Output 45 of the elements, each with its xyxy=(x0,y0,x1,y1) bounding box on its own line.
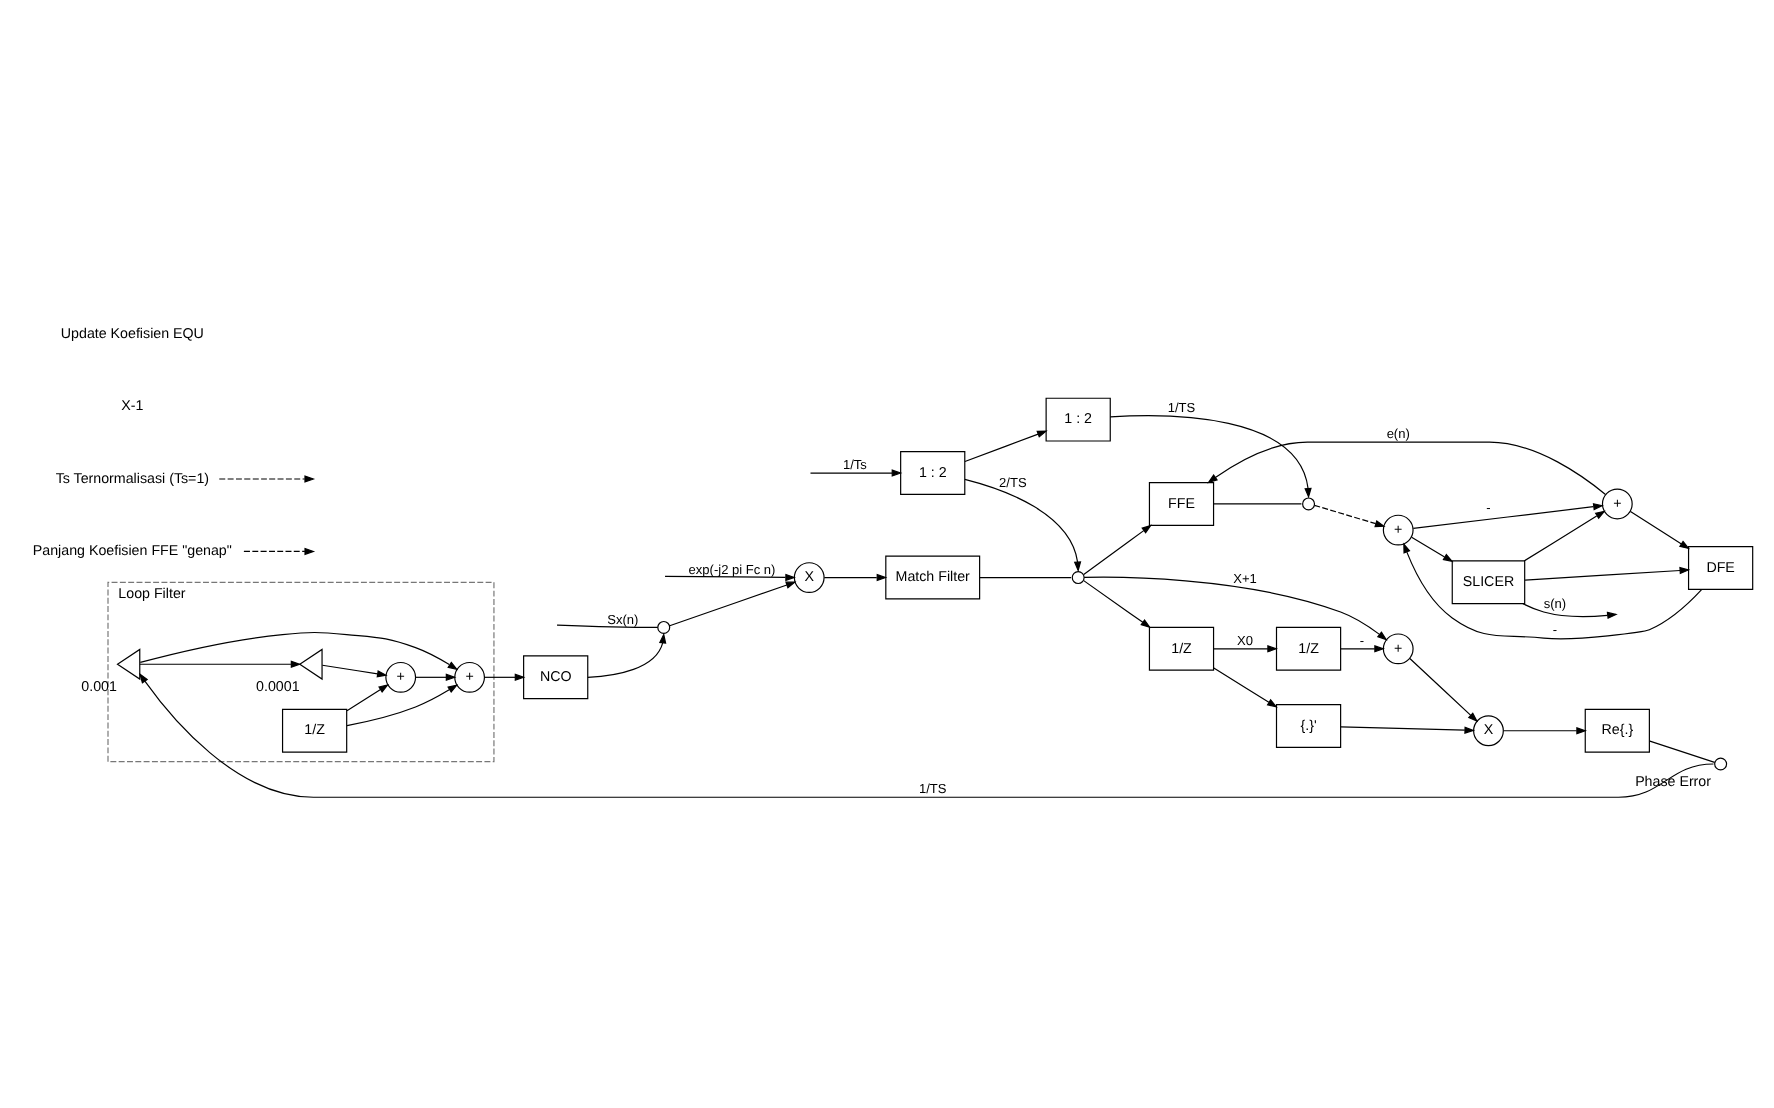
arrow xyxy=(1213,666,1278,707)
connector xyxy=(1213,502,1303,504)
node-switch xyxy=(1071,570,1085,584)
connector xyxy=(979,575,1072,578)
arrow xyxy=(346,683,390,711)
arrow xyxy=(1523,509,1606,561)
arrow xyxy=(346,683,459,726)
arrow xyxy=(1083,523,1153,574)
arrow xyxy=(1524,565,1691,580)
arrow xyxy=(1340,644,1385,652)
arrow xyxy=(1412,501,1604,528)
arrow xyxy=(823,572,888,581)
node-switch xyxy=(657,619,671,633)
arrow xyxy=(1522,602,1618,619)
arrow xyxy=(139,630,459,670)
arrow xyxy=(218,474,316,482)
arrow xyxy=(1083,575,1388,640)
arrow xyxy=(1340,725,1476,733)
arrow xyxy=(1313,503,1386,527)
arrow xyxy=(139,659,302,667)
arrow xyxy=(964,477,1082,572)
arrow xyxy=(664,572,797,588)
arrow xyxy=(484,672,526,681)
arrow xyxy=(1213,644,1278,652)
arrow xyxy=(1403,541,1703,639)
arrow xyxy=(1207,440,1607,495)
arrow xyxy=(587,631,667,678)
arrow xyxy=(415,672,457,681)
arrow xyxy=(1083,579,1152,628)
connector xyxy=(556,623,659,628)
arrow xyxy=(1109,414,1312,498)
arrow xyxy=(1411,535,1454,562)
node-switch xyxy=(1302,496,1316,510)
node-switch xyxy=(1714,756,1728,770)
arrow xyxy=(809,468,903,476)
arrow xyxy=(1503,726,1587,734)
connector xyxy=(1649,739,1716,762)
arrow xyxy=(1409,656,1479,722)
arrow xyxy=(243,546,316,555)
node-triangle xyxy=(298,647,323,680)
arrow xyxy=(964,429,1048,462)
arrow xyxy=(1629,509,1690,549)
node-triangle xyxy=(116,647,141,680)
arrow xyxy=(669,572,797,626)
arrow xyxy=(321,663,388,677)
